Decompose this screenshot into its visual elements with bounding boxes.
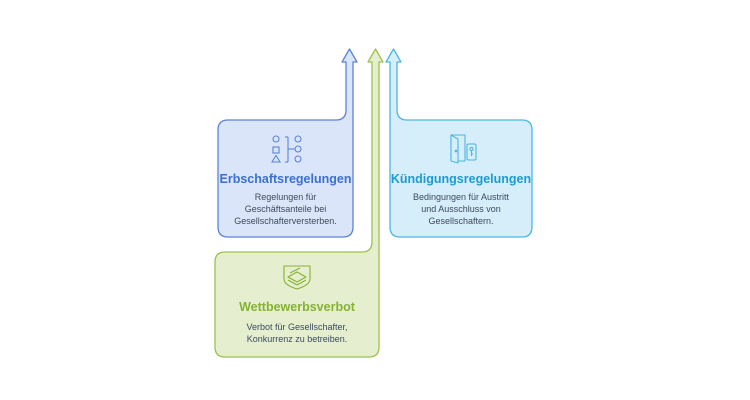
shield-stack-icon (283, 265, 311, 290)
kuendigung-card-shape (385, 48, 533, 238)
kuendigung-description: Bedingungen für Austritt und Ausschluss … (390, 191, 532, 227)
erbschaft-title: Erbschaftsregelungen (219, 172, 352, 186)
kuendigung-card: Kündigungsregelungen Bedingungen für Aus… (390, 165, 532, 235)
erbschaft-description: Regelungen für Geschäftsanteile bei Gese… (218, 191, 353, 227)
erbschaft-desc-line-1: Regelungen für (254, 192, 317, 202)
wettbewerb-desc-line-1: Verbot für Gesellschafter, (246, 322, 348, 332)
kuendigung-desc-line-1: Bedingungen für Austritt (412, 192, 510, 202)
erbschaft-desc-line-2: Geschäftsanteile bei (244, 204, 327, 214)
wettbewerb-description: Verbot für Gesellschafter, Konkurrenz zu… (215, 321, 379, 345)
wettbewerb-desc-line-2: Konkurrenz zu betreiben. (246, 334, 348, 344)
wettbewerb-title: Wettbewerbsverbot (239, 300, 355, 314)
erbschaft-card: Erbschaftsregelungen Regelungen für Gesc… (218, 165, 353, 235)
wettbewerb-card: Wettbewerbsverbot Verbot für Gesellschaf… (215, 295, 379, 355)
shapes-sorting-icon (271, 135, 302, 163)
wettbewerb-card-shape (214, 48, 384, 358)
kuendigung-desc-line-3: Gesellschaftern. (428, 216, 494, 226)
kuendigung-desc-line-2: und Ausschluss von (421, 204, 501, 214)
erbschaft-desc-line-3: Gesellschafterversterben. (234, 216, 337, 226)
exit-door-key-icon (450, 134, 477, 164)
kuendigung-title: Kündigungsregelungen (390, 172, 532, 186)
